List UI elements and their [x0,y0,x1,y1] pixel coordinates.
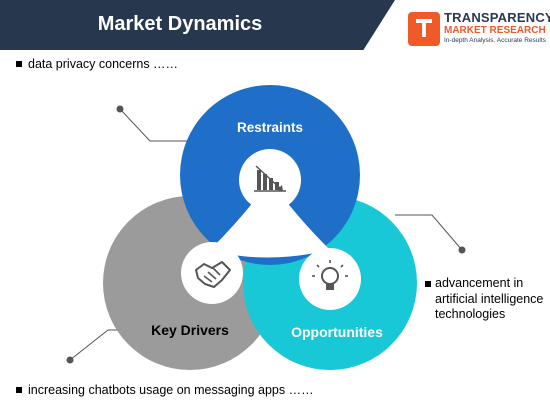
center-triangle [210,180,330,258]
connector-opportunities [395,214,466,254]
bullet-marker [425,281,431,287]
bullet-opportunity-text: advancement in artificial intelligence t… [435,276,544,322]
bullet-driver-text: increasing chatbots usage on messaging a… [28,383,314,397]
bullet-marker [16,60,22,67]
restraints-label: Restraints [237,120,303,135]
bullet-marker [16,386,22,393]
connector-restraints [116,105,190,142]
handshake-icon [181,242,243,304]
bullet-restraint-text: data privacy concerns …… [28,57,179,71]
restraints-icon [239,149,301,211]
key-drivers-label: Key Drivers [151,322,229,338]
header-banner [0,0,395,50]
lightbulb-icon [299,248,361,310]
opportunities-label: Opportunities [291,324,383,340]
page-title: Market Dynamics [97,13,263,35]
bullet-opportunity: advancement in artificial intelligence t… [425,276,545,323]
logo-name: TRANSPARENCY [444,10,550,25]
logo-subname: MARKET RESEARCH [444,25,546,36]
bullet-restraint: data privacy concerns …… [16,57,178,71]
company-logo: TRANSPARENCY MARKET RESEARCH In-depth An… [402,6,550,48]
bullet-driver: increasing chatbots usage on messaging a… [16,383,314,397]
logo-tagline: In-depth Analysis. Accurate Results [444,37,546,44]
logo-icon [408,12,440,46]
